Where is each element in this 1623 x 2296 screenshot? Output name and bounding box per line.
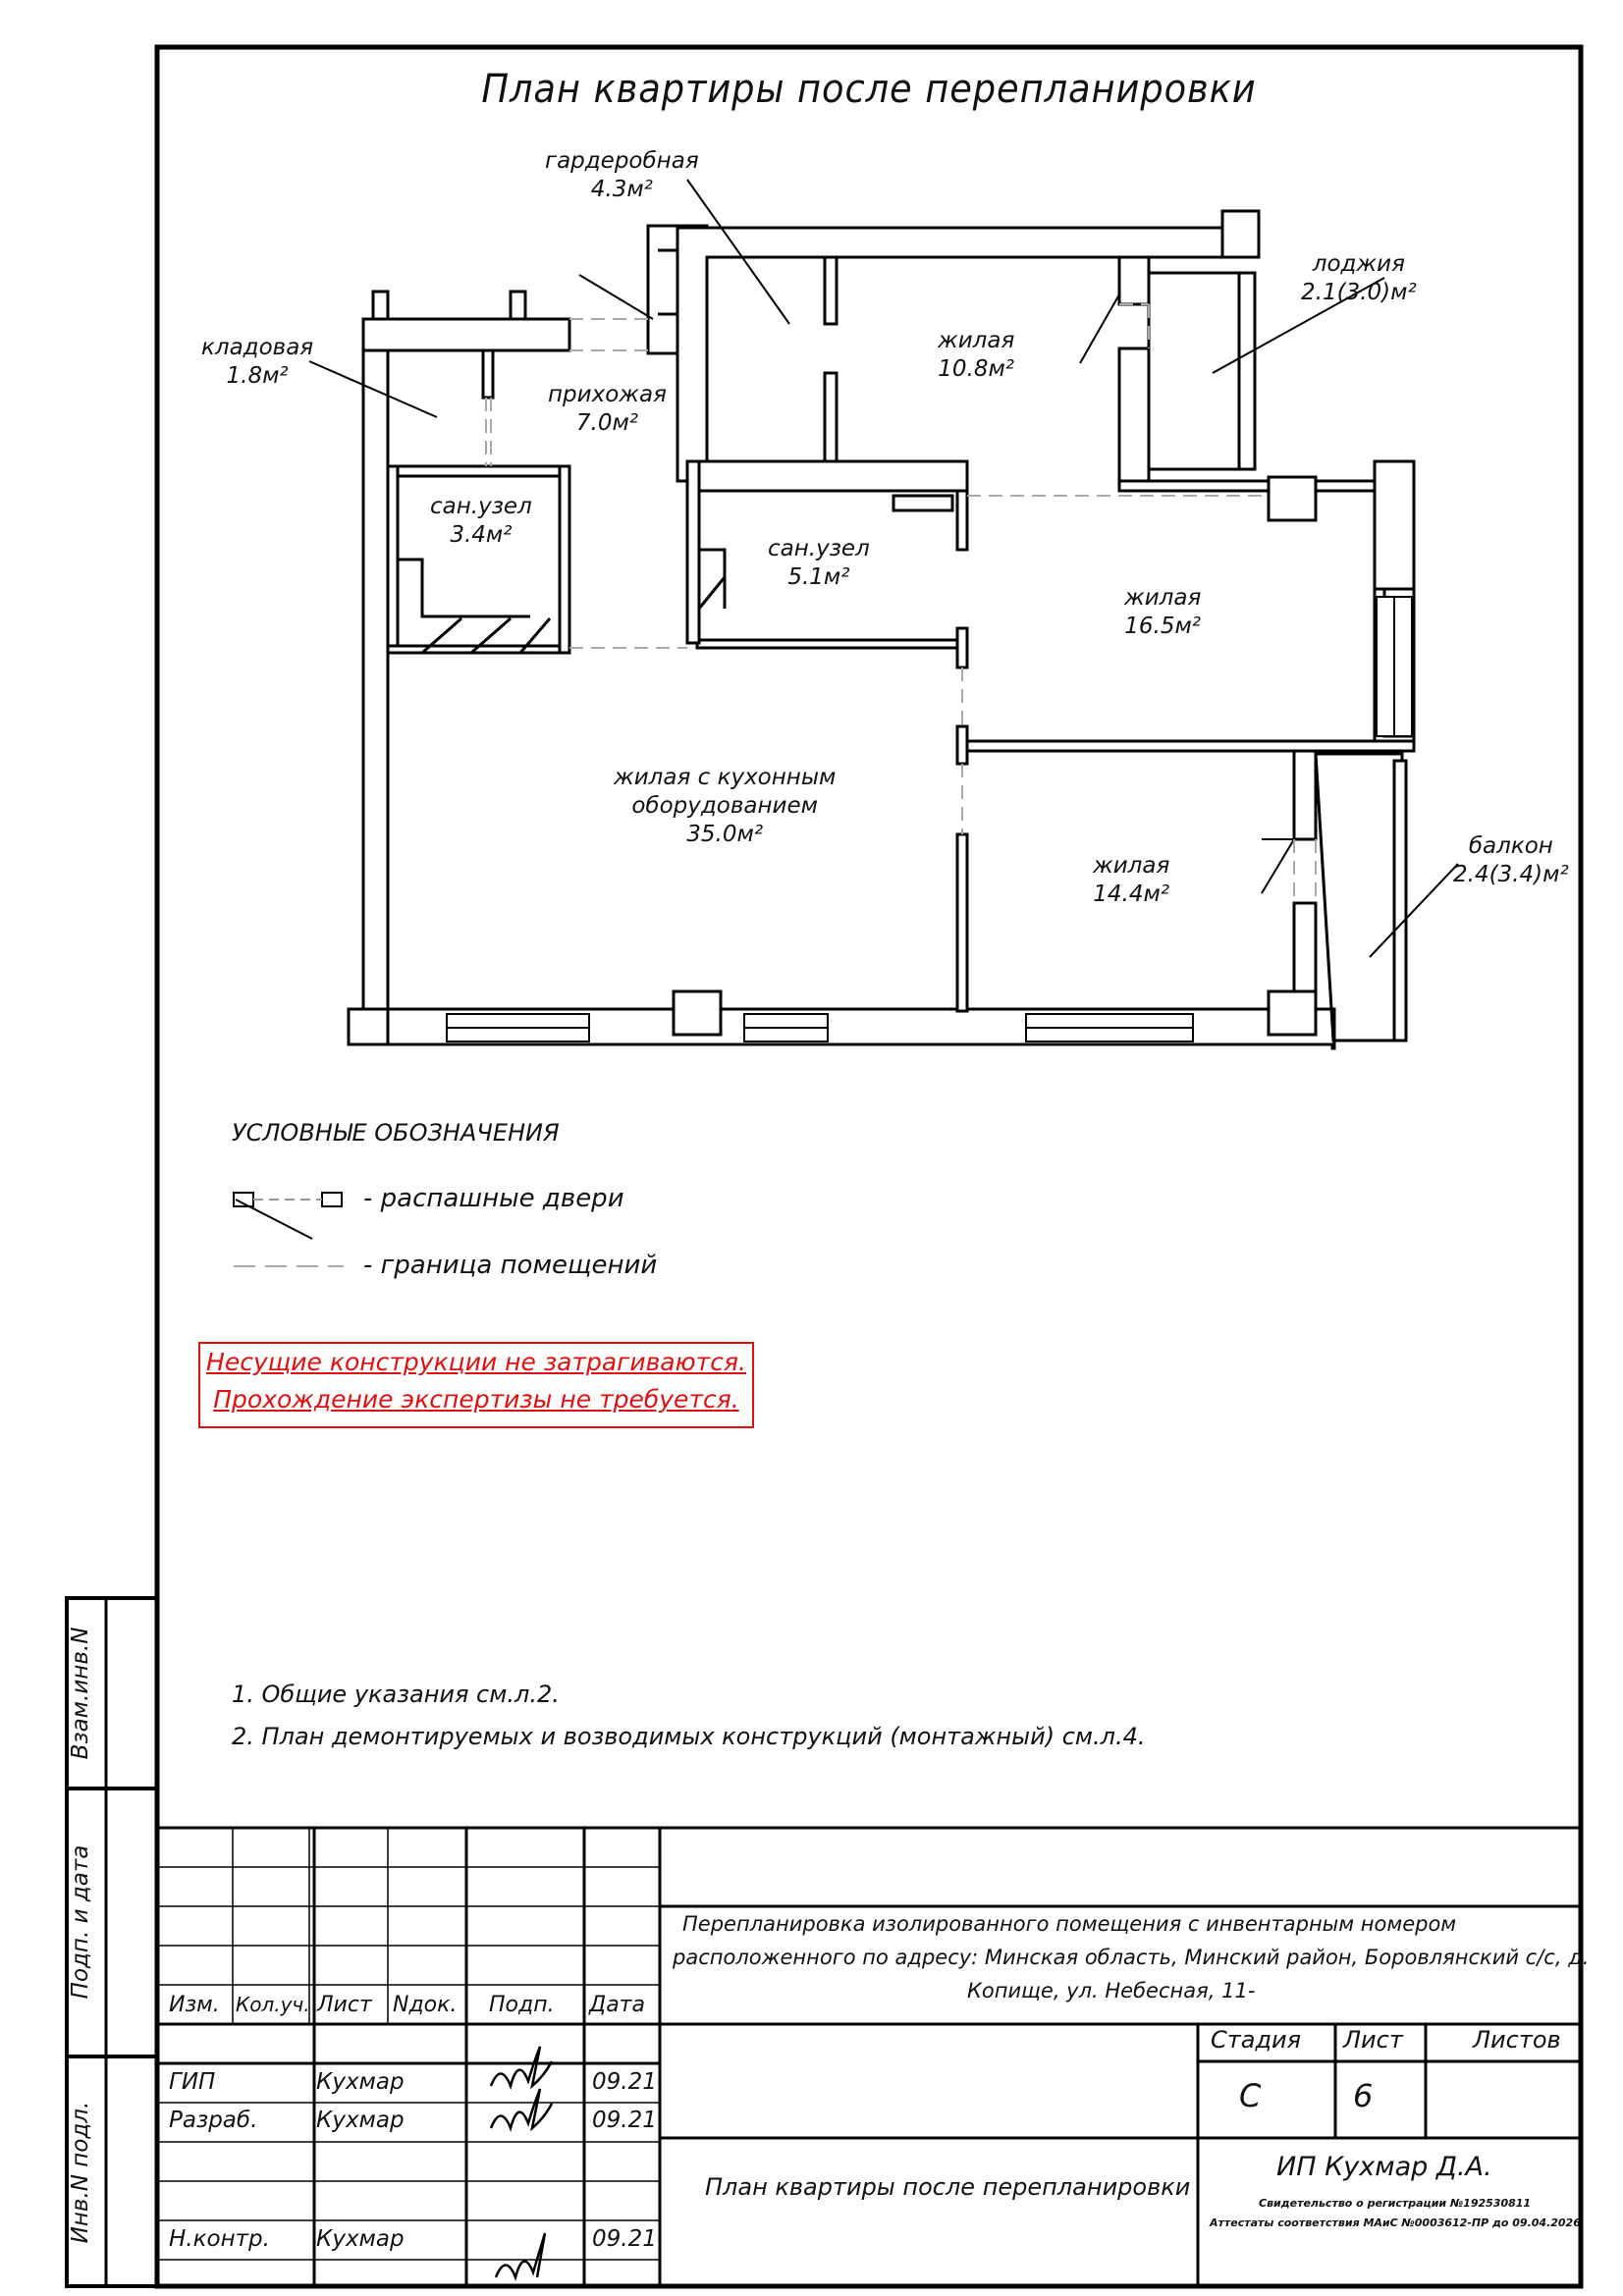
notice-line-2: Прохождение экспертизы не требуется.: [213, 1385, 739, 1414]
tb-name-gip: Кухмар: [316, 2069, 405, 2095]
note-1: 1. Общие указания см.л.2.: [232, 1681, 560, 1708]
tb-header-izm: Изм.: [169, 1993, 220, 2017]
tb-date-razrab: 09.21: [592, 2108, 657, 2133]
structural-notice: Несущие конструкции не затрагиваются. Пр…: [198, 1342, 754, 1428]
notice-line-1: Несущие конструкции не затрагиваются.: [206, 1348, 746, 1376]
tb-sheet-label: Лист: [1343, 2026, 1403, 2054]
tb-stage-value: С: [1239, 2077, 1262, 2114]
note-2: 2. План демонтируемых и возводимых конст…: [232, 1723, 1146, 1750]
legend-title: УСЛОВНЫЕ ОБОЗНАЧЕНИЯ: [232, 1119, 560, 1147]
tb-role-gip: ГИП: [169, 2069, 216, 2095]
tb-header-data: Дата: [589, 1993, 645, 2017]
tb-org-cert-1: Свидетельство о регистрации №192530811: [1259, 2197, 1532, 2210]
tb-org-cert-2: Аттестаты соответствия МАиС №0003612-ПР …: [1210, 2216, 1581, 2229]
legend-door-symbol: [233, 1192, 343, 1240]
page-title: План квартиры после перепланировки: [481, 67, 1257, 112]
tb-sheet-value: 6: [1353, 2077, 1374, 2114]
tb-name-nkontr: Кухмар: [316, 2226, 405, 2252]
legend-boundary-label: - граница помещений: [363, 1251, 658, 1280]
tb-project-line-1: Перепланировка изолированного помещения …: [682, 1912, 1457, 1936]
tb-name-razrab: Кухмар: [316, 2108, 405, 2133]
legend-doors-label: - распашные двери: [363, 1184, 624, 1213]
tb-header-ndok: Nдок.: [393, 1993, 458, 2017]
tb-date-gip: 09.21: [592, 2069, 657, 2095]
tb-header-podp: Подп.: [489, 1993, 555, 2017]
tb-project-line-2: расположенного по адресу: Минская област…: [673, 1946, 1590, 1969]
tb-project-line-3: Копище, ул. Небесная, 11-: [967, 1979, 1256, 2002]
tb-role-razrab: Разраб.: [169, 2108, 258, 2133]
signature-marks: [489, 2046, 554, 2281]
side-label-inv: Инв.N подл.: [68, 2101, 93, 2244]
tb-date-nkontr: 09.21: [592, 2226, 657, 2252]
tb-drawing-name: План квартиры после перепланировки: [705, 2173, 1191, 2201]
tb-role-nkontr: Н.контр.: [169, 2226, 270, 2252]
tb-header-list: Лист: [317, 1993, 372, 2017]
side-label-podp: Подп. и дата: [68, 1844, 93, 2000]
tb-org-name: ИП Кухмар Д.А.: [1276, 2152, 1492, 2182]
floor-plan: [347, 209, 1416, 1050]
tb-header-koluch: Кол.уч.: [236, 1993, 310, 2016]
side-label-vzam: Взам.инв.N: [68, 1627, 93, 1760]
title-block-grid: [157, 1826, 1581, 2286]
tb-sheets-label: Листов: [1473, 2026, 1561, 2054]
tb-stage-label: Стадия: [1211, 2026, 1302, 2054]
